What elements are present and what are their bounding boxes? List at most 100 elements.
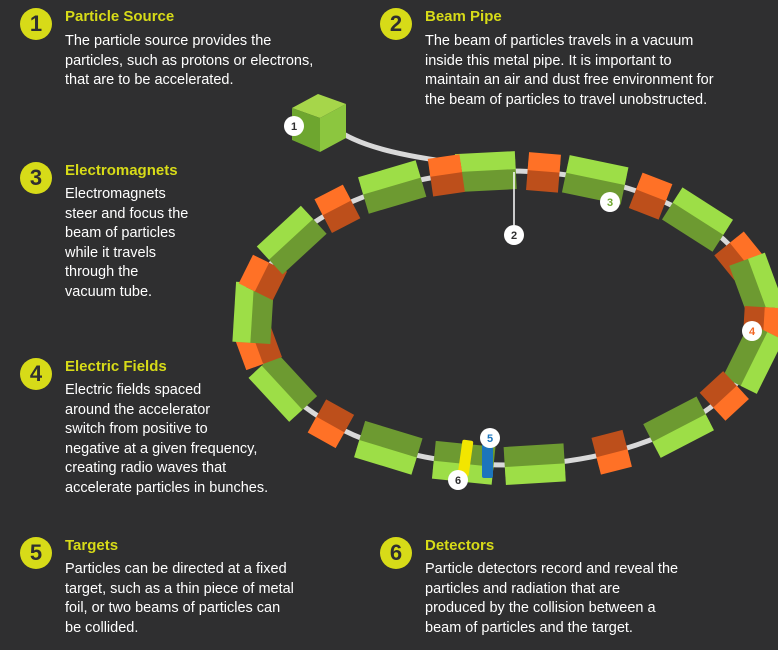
step-number-badge: 1 bbox=[20, 8, 52, 40]
segment-top bbox=[358, 160, 421, 195]
segment-side bbox=[661, 194, 729, 252]
segment-top bbox=[740, 332, 778, 394]
segment-side bbox=[262, 211, 327, 275]
section-description: Particle detectors record and reveal the… bbox=[425, 560, 678, 638]
segment-top bbox=[354, 439, 417, 475]
step-number-badge: 3 bbox=[20, 162, 52, 194]
description-line: accelerate particles in bunches. bbox=[65, 479, 269, 496]
segment-side bbox=[722, 323, 777, 391]
section-title: Beam Pipe bbox=[425, 8, 502, 25]
electric-field-segment bbox=[699, 371, 749, 421]
section-title: Electric Fields bbox=[65, 358, 167, 375]
description-line: Particle detectors record and reveal the bbox=[425, 561, 679, 577]
electromagnet-segment bbox=[729, 252, 778, 323]
segment-top bbox=[713, 385, 749, 421]
callout-5-label: 5 bbox=[487, 433, 493, 445]
description-line: produced by the collision between a bbox=[425, 600, 656, 616]
description-line: while it travels bbox=[65, 244, 157, 261]
callout-4-label: 4 bbox=[749, 326, 756, 338]
callout-2-badge: 2 bbox=[504, 225, 524, 245]
segment-top bbox=[256, 205, 314, 260]
description-line: particles, such as protons or electrons, bbox=[65, 52, 314, 69]
callout-3-label: 3 bbox=[607, 197, 613, 209]
segment-top bbox=[427, 154, 462, 177]
segment-top bbox=[248, 365, 303, 422]
electromagnet-segment bbox=[358, 160, 427, 214]
electric-field-segment bbox=[628, 172, 673, 220]
segment-top bbox=[307, 416, 345, 449]
segment-top bbox=[314, 184, 352, 216]
description-line: The particle source provides the bbox=[65, 33, 272, 49]
electromagnet-segment bbox=[643, 396, 714, 458]
description-line: the beam of particles to travel unobstru… bbox=[425, 91, 708, 108]
description-line: negative at a given frequency, bbox=[65, 440, 258, 457]
description-line: foil, or two beams of particles can bbox=[65, 600, 281, 616]
segment-top bbox=[504, 463, 566, 485]
callout-4-badge: 4 bbox=[742, 321, 762, 341]
description-line: particles and radiation that are bbox=[425, 580, 621, 597]
section-description: Electric fields spaced around the accele… bbox=[65, 381, 268, 498]
description-line: that are to be accelerated. bbox=[65, 72, 234, 88]
target-plate bbox=[457, 439, 474, 477]
segment-top bbox=[566, 155, 629, 186]
callout-5-badge: 5 bbox=[480, 428, 500, 448]
segment-top bbox=[454, 151, 516, 173]
electromagnet-segment bbox=[454, 151, 517, 193]
detector-plate bbox=[482, 444, 493, 478]
description-line: vacuum tube. bbox=[65, 283, 153, 300]
description-line: Electric fields spaced bbox=[65, 382, 202, 398]
section-description: Electromagnets steer and focus the beam … bbox=[65, 185, 188, 302]
electric-field-segment bbox=[591, 429, 632, 475]
callout-1-badge: 1 bbox=[284, 116, 304, 136]
electric-field-segment bbox=[314, 184, 361, 234]
electromagnet-segment bbox=[503, 443, 566, 485]
step-number-badge: 2 bbox=[380, 8, 412, 40]
section-title: Targets bbox=[65, 537, 119, 554]
segment-top bbox=[636, 172, 673, 201]
description-line: around the accelerator bbox=[65, 401, 211, 418]
section-title: Particle Source bbox=[65, 8, 175, 25]
electromagnet-segment bbox=[232, 281, 274, 345]
segment-top bbox=[672, 187, 734, 235]
segment-top bbox=[527, 152, 561, 173]
electric-field-segment bbox=[238, 254, 288, 301]
description-line: beam of particles and the target. bbox=[425, 619, 633, 636]
electric-field-segment bbox=[427, 154, 465, 197]
description-line: target, such as a thin piece of metal bbox=[65, 580, 294, 597]
description-line: steer and focus the bbox=[65, 205, 189, 222]
description-line: The beam of particles travels in a vacuu… bbox=[425, 33, 694, 49]
description-line: switch from positive to bbox=[65, 421, 208, 437]
electromagnet-segment bbox=[256, 205, 327, 275]
callout-1-label: 1 bbox=[291, 121, 297, 133]
section-description: Particles can be directed at a fixed tar… bbox=[65, 560, 294, 638]
description-line: beam of particles bbox=[65, 225, 176, 241]
description-line: Particles can be directed at a fixed bbox=[65, 561, 287, 577]
section-title: Detectors bbox=[425, 537, 495, 554]
segment-side bbox=[254, 352, 318, 417]
electromagnet-segment bbox=[661, 187, 734, 252]
section-description: The particle source provides the particl… bbox=[65, 32, 313, 91]
segment-side bbox=[643, 396, 711, 451]
step-number-badge: 5 bbox=[20, 537, 52, 569]
electromagnet-segment bbox=[354, 420, 423, 475]
callout-6-badge: 6 bbox=[448, 470, 468, 490]
step-number-badge: 4 bbox=[20, 358, 52, 390]
segment-top bbox=[238, 254, 270, 292]
callout-6-label: 6 bbox=[455, 475, 461, 487]
step-number-badge: 6 bbox=[380, 537, 412, 569]
segment-top bbox=[235, 333, 264, 371]
segment-side bbox=[699, 371, 744, 415]
segment-top bbox=[652, 414, 714, 458]
description-line: Electromagnets bbox=[65, 186, 166, 202]
segment-top bbox=[232, 281, 255, 343]
section-description: The beam of particles travels in a vacuu… bbox=[425, 32, 714, 110]
callout-2-label: 2 bbox=[511, 230, 517, 242]
segment-top bbox=[596, 449, 632, 475]
description-line: through the bbox=[65, 264, 139, 280]
description-line: inside this metal pipe. It is important … bbox=[425, 52, 672, 69]
electromagnet-segment bbox=[722, 323, 778, 394]
description-line: maintain an air and dust free environmen… bbox=[425, 72, 714, 88]
electromagnet-segment bbox=[248, 352, 318, 422]
callout-3-badge: 3 bbox=[600, 192, 620, 212]
